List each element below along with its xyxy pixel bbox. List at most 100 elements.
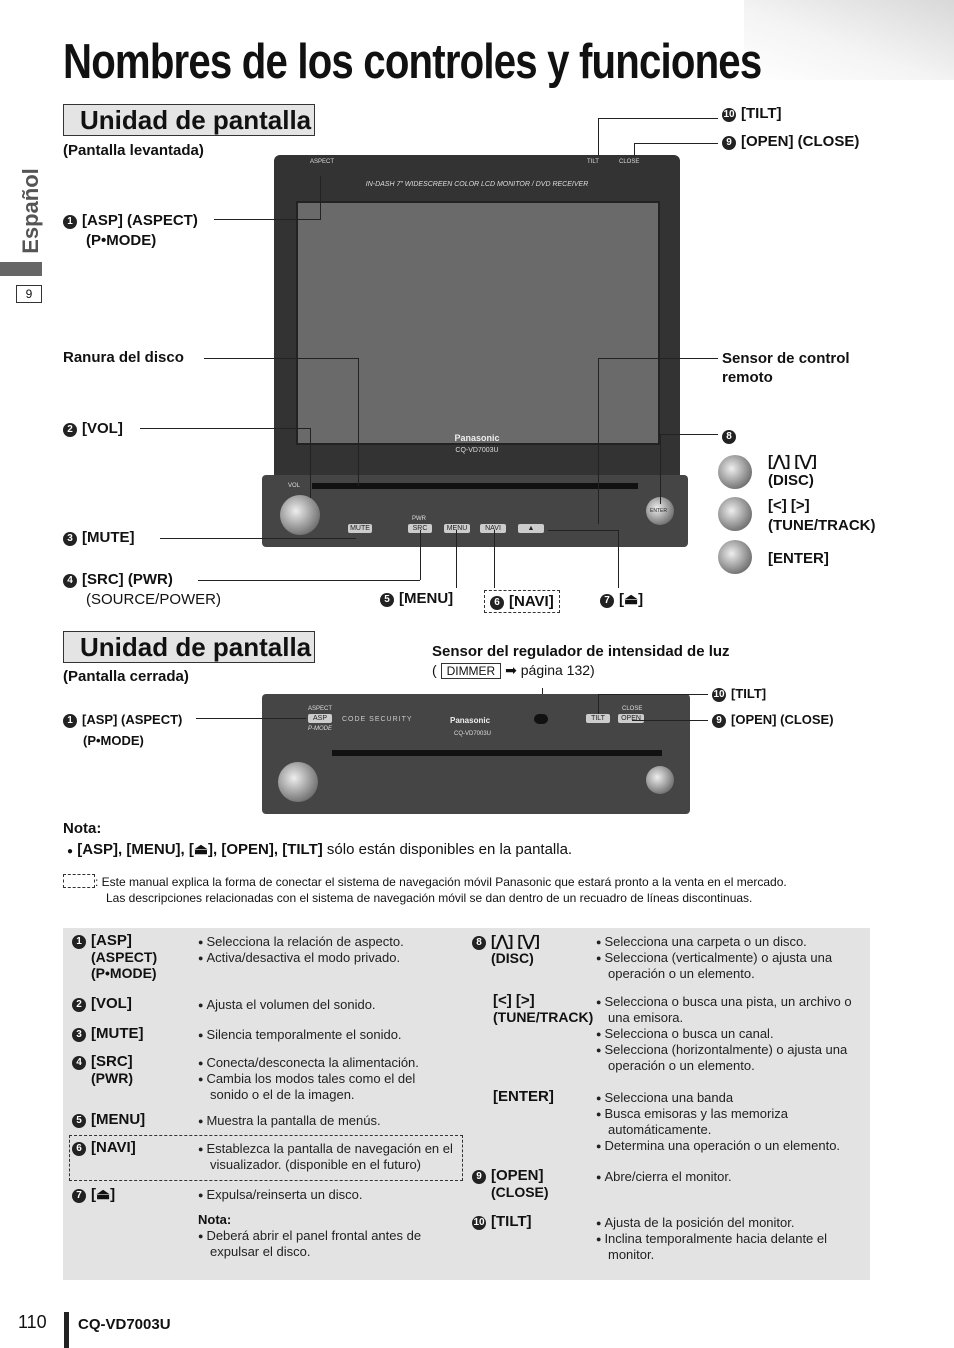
row-description: Ajusta de la posición del monitor.Inclin…	[596, 1215, 858, 1263]
mute-key[interactable]: MUTE	[348, 524, 372, 533]
sidebar-language-label: Español	[17, 168, 43, 254]
row-number-badge: 6	[72, 1142, 86, 1156]
row-description: Conecta/desconecta la alimentación.Cambi…	[198, 1055, 456, 1103]
label-remote-sensor: Sensor de control remoto	[722, 350, 850, 386]
eject-key[interactable]: ▲	[518, 524, 544, 533]
row-label: [<] [>](TUNE/TRACK)	[493, 992, 594, 1025]
page-number: 110	[18, 1312, 47, 1332]
menu-key[interactable]: MENU	[444, 524, 470, 533]
leader-line	[598, 358, 718, 359]
row-label: 3[MUTE]	[72, 1025, 190, 1042]
note-rest: sólo están disponibles en la pantalla.	[326, 841, 573, 858]
sidebar-bar	[0, 262, 42, 276]
leader-line	[660, 434, 661, 504]
device-tilt-key: TILT	[587, 159, 599, 165]
device-closed-close-key: CLOSE	[622, 706, 643, 712]
arrow-right-icon: ➡	[505, 662, 517, 678]
leader-line	[548, 530, 618, 531]
note-dashed-1: : Este manual explica la forma de conect…	[95, 875, 787, 889]
label-disc-keys: [⋀] [⋁]	[768, 453, 817, 470]
device-closed-code-security: CODE SECURITY	[342, 716, 413, 723]
row-label: 5[MENU]	[72, 1111, 190, 1128]
device-vol-key: VOL	[288, 483, 301, 489]
src-key[interactable]: SRC	[408, 524, 432, 533]
device-closed-brand: Panasonic	[450, 716, 491, 725]
leader-line	[598, 118, 599, 156]
dial-enter-icon	[718, 540, 752, 574]
row-label: 8[⋀] [⋁](DISC)	[472, 932, 590, 966]
device-closed-open-key[interactable]: OPEN	[618, 714, 644, 723]
device-front-panel-raised: VOL MUTE PWR SRC MENU NAVI ▲ ENTER	[262, 475, 688, 547]
row-number-badge: 3	[72, 1028, 86, 1042]
dimmer-title: Sensor del regulador de intensidad de lu…	[432, 643, 730, 660]
device-closed-enter-knob[interactable]	[646, 766, 674, 794]
row-description: Muestra la pantalla de menús.	[198, 1113, 456, 1129]
device-closed-disc-slot	[332, 750, 662, 756]
footer-bar	[64, 1312, 69, 1348]
leader-line	[320, 176, 321, 220]
row-description: Expulsa/reinserta un disco.	[198, 1187, 456, 1203]
section-subheading-raised: (Pantalla levantada)	[63, 142, 204, 159]
note-line: ● [ASP], [MENU], [⏏], [OPEN], [TILT] sól…	[67, 841, 573, 858]
note-title: Nota:	[63, 820, 102, 837]
label2-asp: 1[ASP] (ASPECT)	[63, 712, 182, 728]
label-mute: 3[MUTE]	[63, 529, 135, 546]
device-banner: IN-DASH 7" WIDESCREEN COLOR LCD MONITOR …	[365, 181, 589, 188]
row-number-badge: 1	[72, 935, 86, 949]
label2-tilt: 10[TILT]	[712, 686, 767, 702]
row-description: Establezca la pantalla de navegación en …	[198, 1141, 456, 1173]
row-description: Selecciona la relación de aspecto.Activa…	[198, 934, 456, 966]
device-closed-pmode: P-MODE	[308, 726, 332, 732]
label-asp: 1[ASP] (ASPECT)	[63, 212, 198, 229]
header-sky-image	[744, 0, 954, 80]
note-dashed-2: Las descripciones relacionadas con el si…	[106, 891, 753, 905]
leader-line	[494, 530, 495, 588]
eject-note-title: Nota:	[198, 1212, 232, 1227]
row-label: [ENTER]	[493, 1088, 554, 1105]
row-label: 10[TILT]	[472, 1213, 532, 1230]
row-label: 9[OPEN](CLOSE)	[472, 1167, 590, 1200]
device-closed-vol-knob[interactable]	[278, 762, 318, 802]
device-monitor-raised: IN-DASH 7" WIDESCREEN COLOR LCD MONITOR …	[274, 155, 680, 485]
leader-line	[634, 143, 635, 156]
label-tune-keys: [<] [>]	[768, 497, 810, 514]
navi-key[interactable]: NAVI	[480, 524, 506, 533]
row-number-badge: 10	[472, 1216, 486, 1230]
label-navi: 6[NAVI]	[484, 590, 560, 613]
label-tilt: 10[TILT]	[722, 105, 782, 122]
row-label: 4[SRC](PWR)	[72, 1053, 190, 1086]
device-close-key: CLOSE	[619, 159, 640, 165]
leader-line	[160, 538, 356, 539]
leader-line	[140, 428, 310, 429]
page-title: Nombres de los controles y funciones	[63, 35, 762, 89]
row-number-badge: 9	[472, 1170, 486, 1184]
device-aspect-key: ASPECT	[310, 159, 335, 165]
navi-dashed-frame	[69, 1135, 463, 1181]
device-brand: Panasonic	[454, 433, 500, 443]
device-model: CQ-VD7003U	[455, 447, 499, 454]
dimmer-ref-box: DIMMER	[440, 663, 502, 679]
row-number-badge: 7	[72, 1189, 86, 1203]
device-pwr-key: PWR	[412, 516, 426, 522]
label2-open: 9[OPEN] (CLOSE)	[712, 712, 834, 728]
row-label: 7[⏏]	[72, 1185, 190, 1203]
row-description: Selecciona una carpeta o un disco.Selecc…	[596, 934, 858, 982]
device-closed-tilt-key[interactable]: TILT	[586, 714, 610, 723]
row-label: 2[VOL]	[72, 995, 190, 1012]
disc-slot	[312, 483, 638, 489]
dial-tune-icon	[718, 497, 752, 531]
label-disc-slot: Ranura del disco	[63, 349, 184, 366]
device-screen	[296, 201, 660, 445]
device-closed-asp-key[interactable]: ASP	[308, 714, 332, 723]
vol-knob[interactable]	[280, 495, 320, 535]
row-description: Selecciona una bandaBusca emisoras y las…	[596, 1090, 858, 1154]
row-description: Silencia temporalmente el sonido.	[198, 1027, 456, 1043]
label-disc: (DISC)	[768, 472, 814, 489]
label-enter: [ENTER]	[768, 550, 829, 567]
row-label: 6[NAVI]	[72, 1139, 190, 1156]
leader-line	[456, 530, 457, 588]
label-menu: 5[MENU]	[380, 590, 453, 607]
label-open: 9[OPEN] (CLOSE)	[722, 133, 859, 150]
row-description: Abre/cierra el monitor.	[596, 1169, 858, 1185]
label-vol: 2[VOL]	[63, 420, 123, 437]
